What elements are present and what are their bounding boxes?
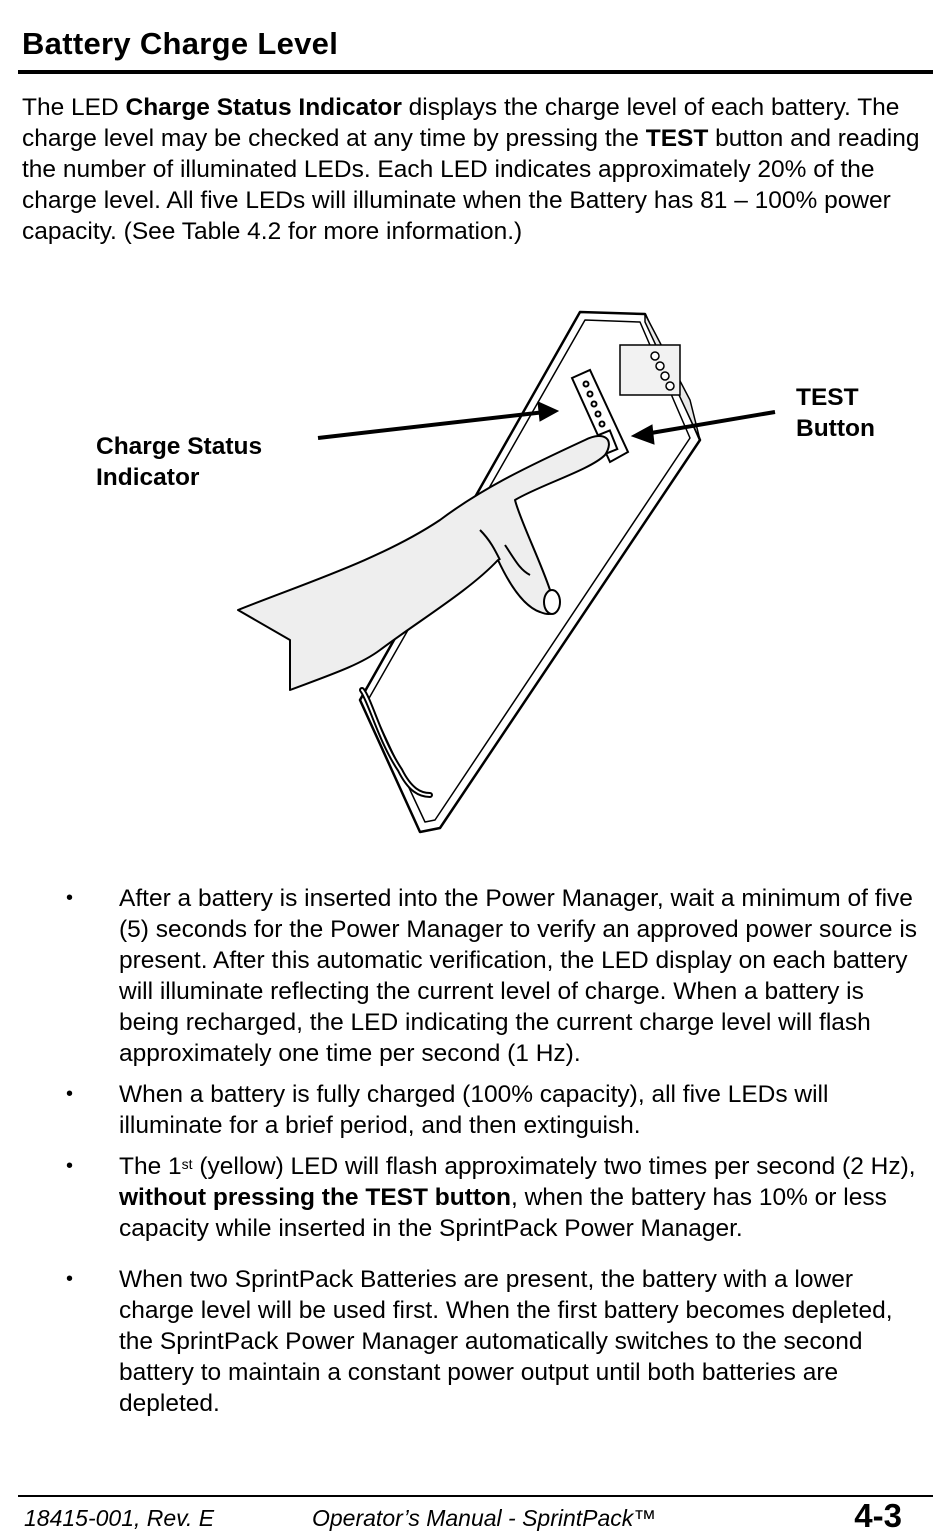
- callout-test-button: TEST Button: [796, 382, 875, 444]
- bullet-list: • After a battery is inserted into the P…: [0, 883, 950, 1419]
- intro-bold-charge-status-indicator: Charge Status Indicator: [125, 94, 402, 121]
- bullet-text-3-sup: st: [181, 1156, 193, 1172]
- footer-doc-number: 18415-001, Rev. E: [24, 1505, 215, 1531]
- bullet-text-3c: , when the battery has 10% or less capac…: [119, 1184, 887, 1242]
- callout-charge-status-indicator: Charge Status Indicator: [96, 431, 262, 493]
- bullet-text-2: When a battery is fully charged (100% ca…: [119, 1081, 829, 1139]
- bullet-text-1: After a battery is inserted into the Pow…: [119, 885, 918, 1067]
- footer-manual-title: Operator’s Manual - SprintPack™: [312, 1505, 657, 1531]
- bullet-text-3a: The 1: [119, 1153, 182, 1180]
- intro-text-1: The LED: [22, 94, 126, 121]
- footer-rule: [18, 1495, 933, 1497]
- callout-charge-line2: Indicator: [96, 464, 200, 491]
- bullet-text-4: When two SprintPack Batteries are presen…: [119, 1266, 893, 1417]
- bullet-dot: •: [66, 1083, 74, 1105]
- bullet-text-3b: (yellow) LED will flash approximately tw…: [192, 1153, 916, 1180]
- intro-text-2: displays the charge level of each batter…: [22, 94, 900, 152]
- callout-arrows: [317, 401, 776, 445]
- footer-page-number: 4-3: [854, 1497, 902, 1534]
- bullet-dot: •: [66, 1268, 74, 1290]
- page-title: Battery Charge Level: [22, 26, 339, 61]
- battery-illustration: [237, 310, 776, 834]
- hand: [237, 435, 610, 691]
- list-item: • The 1st (yellow) LED will flash approx…: [0, 1151, 919, 1244]
- intro-text-3: button and reading the number of illumin…: [22, 125, 920, 245]
- intro-bold-test: TEST: [645, 125, 709, 152]
- intro-paragraph: The LED Charge Status Indicator displays…: [22, 92, 937, 247]
- bullet-text-3-bold: without pressing the TEST button: [119, 1184, 511, 1211]
- callout-test-line2: Button: [796, 415, 875, 442]
- callout-test-line1: TEST: [796, 384, 859, 411]
- list-item: • After a battery is inserted into the P…: [0, 883, 919, 1069]
- callout-charge-line1: Charge Status: [96, 433, 263, 460]
- heading-rule: [18, 70, 933, 74]
- battery-contacts: [619, 344, 681, 396]
- bullet-dot: •: [66, 1155, 74, 1177]
- bullet-dot: •: [66, 887, 74, 909]
- list-item: • When a battery is fully charged (100% …: [0, 1079, 919, 1141]
- list-item: • When two SprintPack Batteries are pres…: [0, 1264, 919, 1419]
